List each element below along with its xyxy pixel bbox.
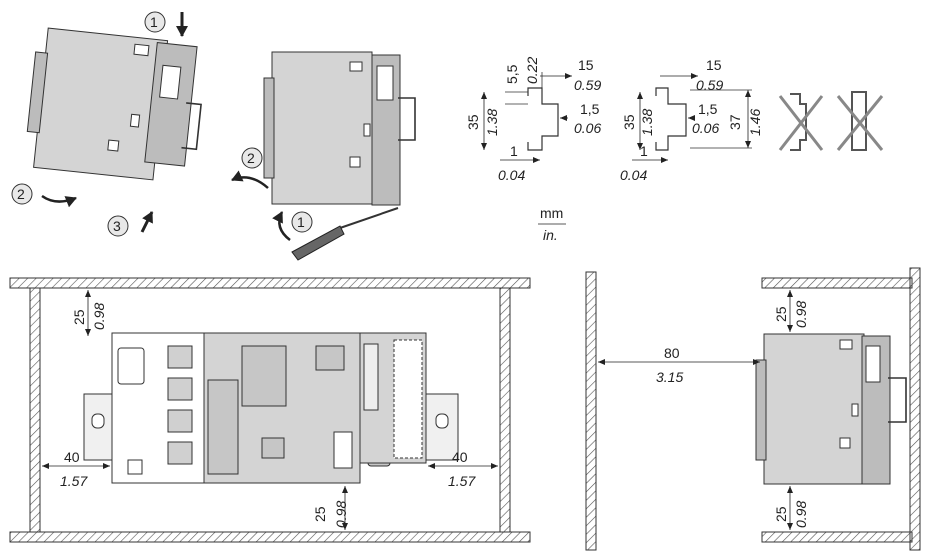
rail-profile-top-hat: 15 0.59 5,5 0.22 35 1.38 1,5 0.06 1 0.04 <box>465 57 601 183</box>
svg-text:1.57: 1.57 <box>448 473 476 489</box>
rail-profile-deep: 15 0.59 35 1.38 1,5 0.06 37 1.46 1 0.04 <box>620 57 763 183</box>
front-clearance-view: 25 0.98 40 1.57 40 1.57 25 0.98 <box>9 277 531 543</box>
svg-text:25: 25 <box>773 506 789 522</box>
step-2-label: 2 <box>17 186 25 202</box>
svg-text:0.22: 0.22 <box>524 57 540 84</box>
svg-text:1.46: 1.46 <box>747 109 763 136</box>
svg-text:0.98: 0.98 <box>333 501 349 528</box>
cross-out-icon <box>836 95 884 151</box>
svg-text:80: 80 <box>664 345 680 361</box>
step-badge-3 <box>107 215 129 237</box>
svg-text:35: 35 <box>621 114 637 130</box>
svg-text:in.: in. <box>543 227 558 243</box>
svg-text:1,5: 1,5 <box>580 101 600 117</box>
side-clearance-view: 80 3.15 25 0.98 25 0.98 <box>585 267 921 551</box>
enclosure-wall-left <box>29 287 41 533</box>
svg-text:25: 25 <box>773 306 789 322</box>
din-rail-profile <box>181 102 202 151</box>
svg-text:0.98: 0.98 <box>793 501 809 528</box>
dismount-view: 2 1 <box>231 51 416 261</box>
ethernet-ports <box>167 345 193 465</box>
svg-text:mm: mm <box>540 205 563 221</box>
svg-text:1: 1 <box>510 143 518 159</box>
arrow-up-icon <box>140 211 154 233</box>
svg-text:1.38: 1.38 <box>484 109 500 136</box>
svg-text:40: 40 <box>452 449 468 465</box>
svg-text:0.04: 0.04 <box>620 167 647 183</box>
svg-text:1,5: 1,5 <box>698 101 718 117</box>
screwdriver-icon <box>291 207 399 261</box>
svg-text:1.38: 1.38 <box>639 109 655 136</box>
cross-out-icon <box>778 95 824 151</box>
svg-text:0.06: 0.06 <box>574 120 601 136</box>
svg-text:37: 37 <box>727 114 743 130</box>
module-side-connector <box>144 42 198 167</box>
svg-text:15: 15 <box>578 57 594 73</box>
din-rail-profile <box>398 97 416 141</box>
svg-text:25: 25 <box>71 309 87 325</box>
svg-text:1.57: 1.57 <box>60 473 88 489</box>
step-badge-1 <box>291 211 313 233</box>
module-body-side <box>763 333 865 485</box>
units-legend: mm in. <box>538 205 566 243</box>
step-badge-1 <box>144 11 166 33</box>
step-badge-2 <box>241 147 263 169</box>
enclosure-wall-right <box>499 287 511 533</box>
enclosure-wall-top <box>9 277 531 289</box>
invalid-rail-profiles <box>778 91 884 151</box>
svg-text:0.06: 0.06 <box>692 120 719 136</box>
step-2-label: 2 <box>247 150 255 166</box>
svg-text:0.59: 0.59 <box>574 77 601 93</box>
step-badge-2 <box>11 183 33 205</box>
step-1-label: 1 <box>297 214 305 230</box>
module-body <box>271 51 373 205</box>
mounting-view-tilted: 1 2 3 <box>11 11 202 237</box>
step-3-label: 3 <box>113 218 121 234</box>
svg-text:3.15: 3.15 <box>656 369 683 385</box>
rotate-arrow-icon <box>231 170 269 189</box>
svg-text:0.98: 0.98 <box>91 303 107 330</box>
enclosure-wall-top <box>761 277 913 289</box>
din-rail-profile <box>888 377 907 423</box>
svg-text:0.04: 0.04 <box>498 167 525 183</box>
enclosure-wall-side <box>909 267 921 551</box>
module-connector <box>159 64 182 100</box>
step-1-label: 1 <box>150 14 158 30</box>
svg-text:40: 40 <box>64 449 80 465</box>
svg-text:15: 15 <box>706 57 722 73</box>
svg-text:0.59: 0.59 <box>696 77 723 93</box>
enclosure-wall-bottom <box>9 531 531 543</box>
svg-text:35: 35 <box>465 114 481 130</box>
enclosure-wall-bottom <box>761 531 913 543</box>
rotate-arrow-icon <box>272 211 291 241</box>
svg-text:25: 25 <box>312 506 328 522</box>
svg-text:5,5: 5,5 <box>504 64 520 84</box>
rotate-arrow-icon <box>41 194 77 208</box>
svg-text:0.98: 0.98 <box>793 301 809 328</box>
enclosure-wall-back <box>585 271 597 551</box>
svg-text:1: 1 <box>640 143 648 159</box>
